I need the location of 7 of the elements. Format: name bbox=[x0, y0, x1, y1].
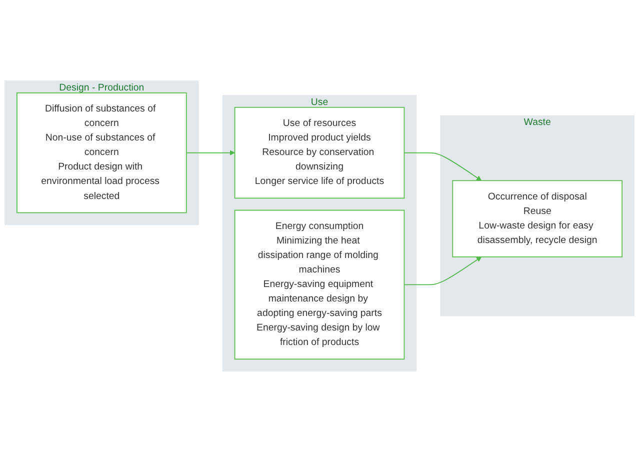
arrow bbox=[404, 256, 482, 286]
node-box: Use of resources Improved product yields Resource by conservation downsizing Longer service life of products bbox=[234, 106, 405, 199]
node-box: Occurrence of disposal Reuse Low-waste design for easy disassembly, recycle design bbox=[452, 180, 622, 258]
node-box: Energy consumption Minimizing the heat dissipation range of molding machines Energy-saving equipment maintenance design by adopting energy-saving parts Energy-saving design by low friction of products bbox=[234, 210, 405, 360]
arrow bbox=[404, 152, 482, 181]
node-box: Diffusion of substances of concern Non-use of substances of concern Product design with environmental load process selected bbox=[16, 92, 187, 214]
arrow bbox=[186, 150, 236, 156]
